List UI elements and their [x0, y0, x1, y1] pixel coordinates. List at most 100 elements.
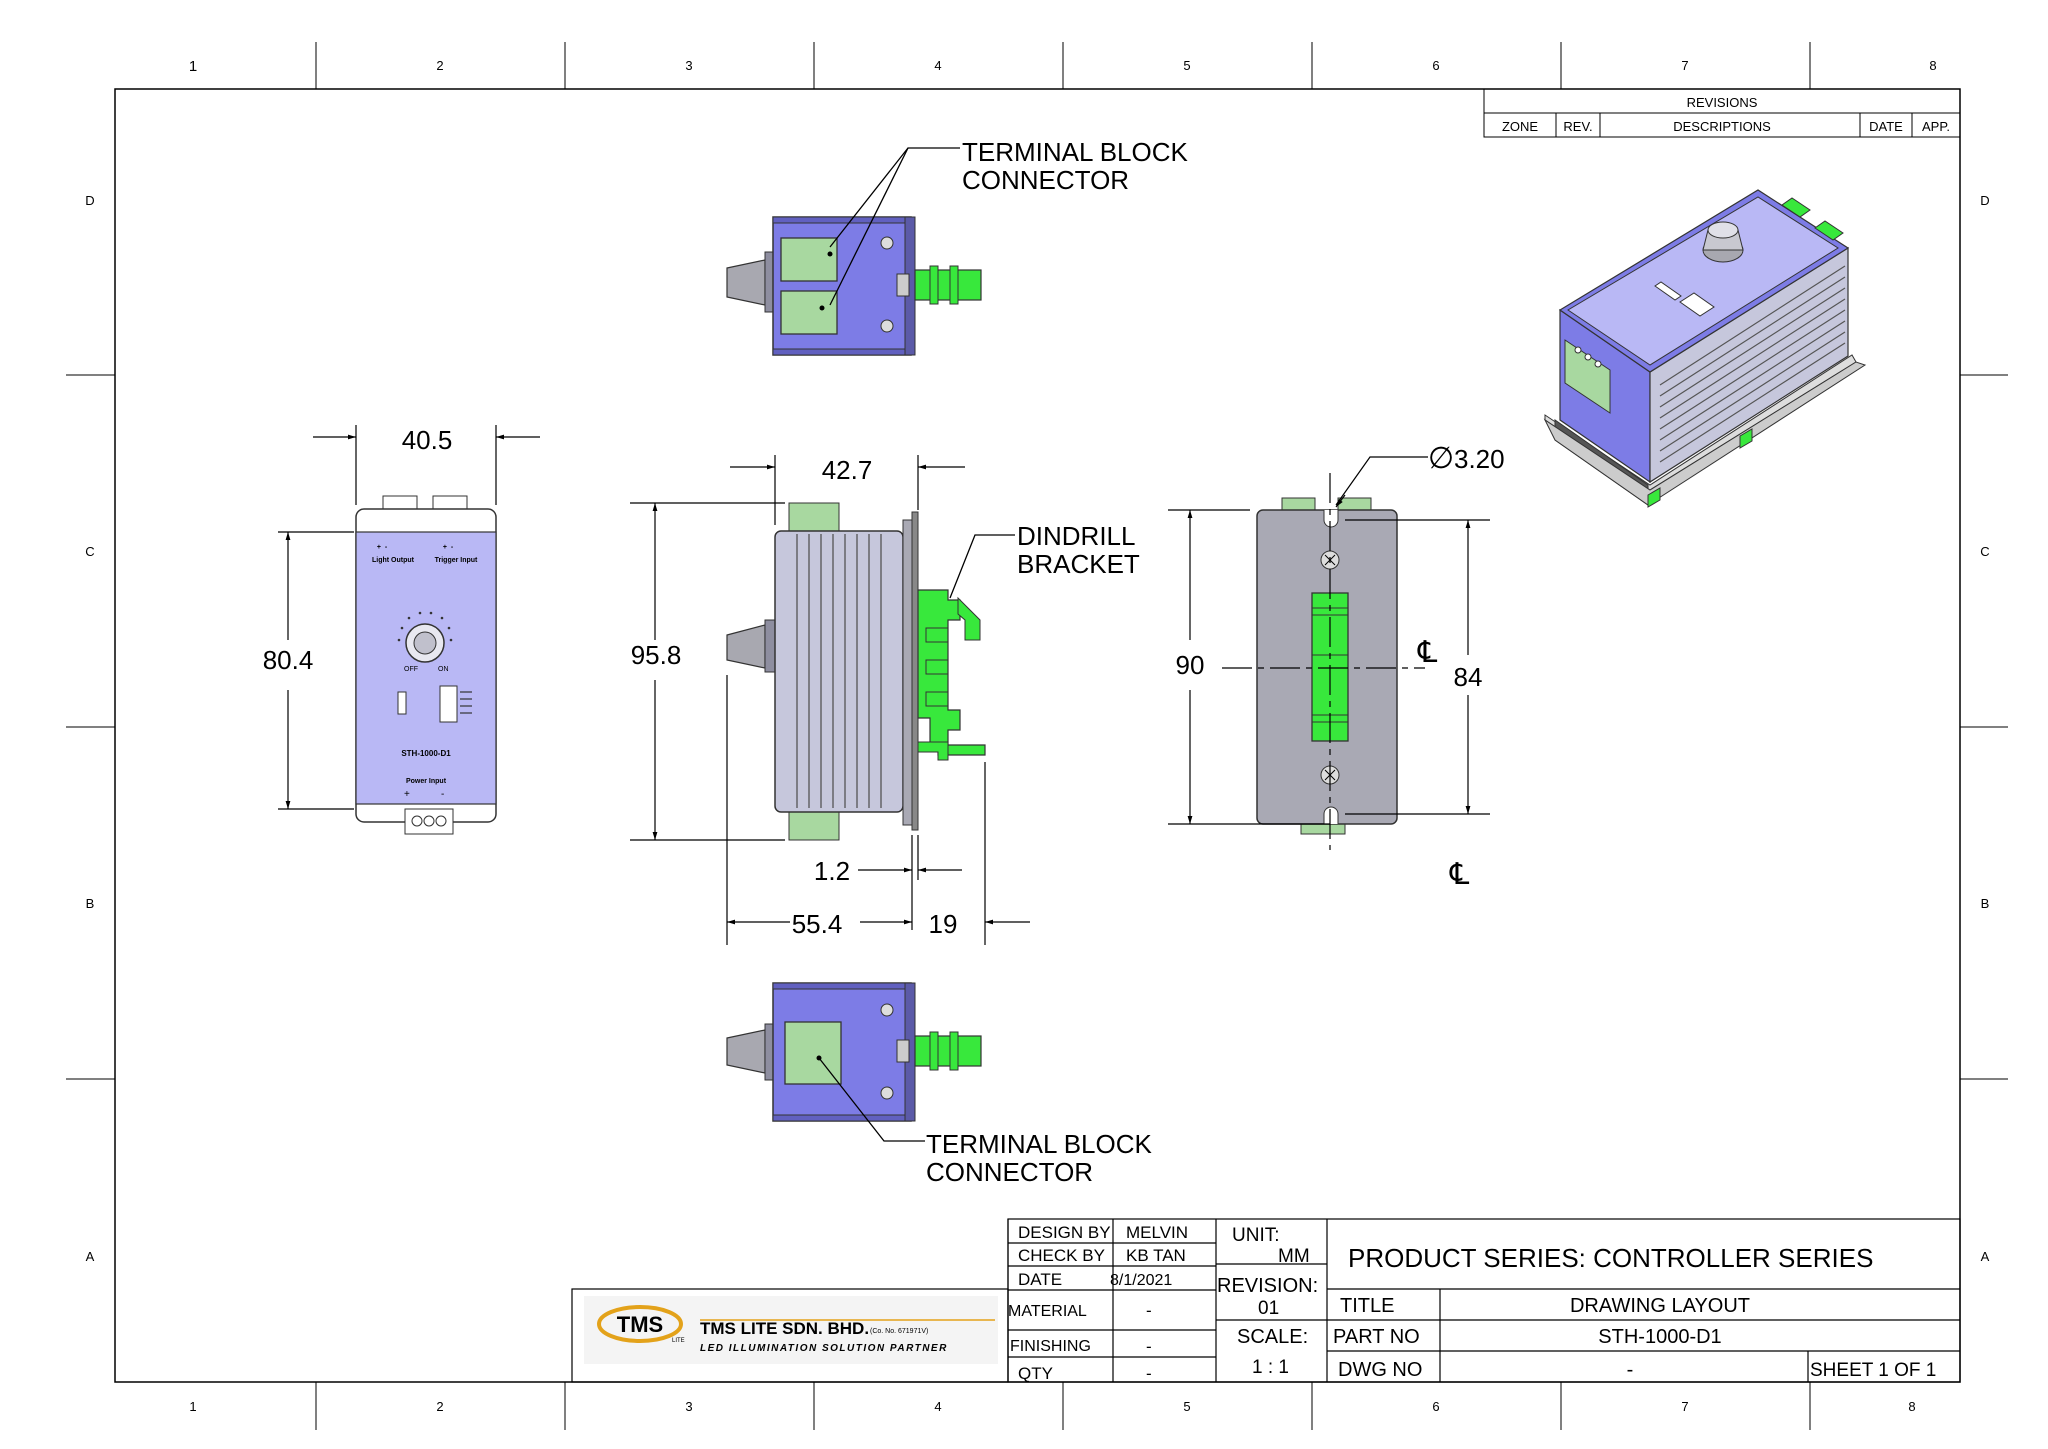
callout-terminal-top-line2: CONNECTOR	[962, 165, 1129, 195]
callout-terminal-bottom-line1: TERMINAL BLOCK	[926, 1129, 1153, 1159]
dimension-diameter-symbol: ∅	[1428, 442, 1454, 475]
label-title: TITLE	[1340, 1295, 1394, 1317]
dimension-side-height: 95.8	[631, 640, 682, 670]
value-unit: MM	[1278, 1246, 1310, 1267]
callout-din-bracket-line2: BRACKET	[1017, 549, 1140, 579]
zone-label-top-4: 4	[934, 58, 941, 73]
front-label-on: ON	[438, 666, 449, 673]
zone-label-bottom-3: 3	[685, 1399, 692, 1414]
side-view	[726, 502, 986, 841]
zone-label-top-2: 2	[436, 58, 443, 73]
title-block	[571, 1218, 1961, 1383]
rear-dimensions	[1168, 456, 1490, 850]
label-qty: QTY	[1018, 1364, 1053, 1383]
revisions-table: REVISIONS ZONE REV. DESCRIPTIONS DATE AP…	[1483, 88, 1961, 138]
front-label-light-output: Light Output	[372, 557, 415, 564]
zone-label-top-7: 7	[1681, 58, 1688, 73]
zone-label-bottom-2: 2	[436, 1399, 443, 1414]
callout-terminal-bottom: TERMINAL BLOCK CONNECTOR	[816, 1055, 1153, 1187]
zone-label-bottom-4: 4	[934, 1399, 941, 1414]
dimension-body-depth: 55.4	[792, 909, 843, 939]
side-dimensions	[630, 455, 1030, 945]
zone-label-bottom-5: 5	[1183, 1399, 1190, 1414]
revisions-header-app: APP.	[1922, 119, 1950, 134]
top-view	[726, 216, 982, 356]
svg-text:+ -: + -	[377, 544, 388, 551]
zone-label-top-6: 6	[1432, 58, 1439, 73]
rear-view	[1256, 497, 1398, 835]
value-finishing: -	[1146, 1337, 1152, 1356]
value-title: DRAWING LAYOUT	[1570, 1295, 1750, 1317]
value-dwg-no: -	[1627, 1359, 1634, 1381]
dimension-side-width: 42.7	[822, 455, 873, 485]
front-view: + - + - Light Output Trigger Input OFF O…	[355, 495, 497, 835]
dimension-front-width: 40.5	[402, 425, 453, 455]
bottom-view	[726, 982, 982, 1122]
zone-label-top-5: 5	[1183, 58, 1190, 73]
label-unit: UNIT:	[1232, 1225, 1280, 1246]
company-logo-sub: LITE	[672, 1338, 685, 1344]
zone-label-left-a: A	[86, 1249, 95, 1264]
company-reg-number: (Co. No. 671971V)	[870, 1328, 928, 1335]
dimension-plate-thickness: 1.2	[814, 856, 850, 886]
label-dwg-no: DWG NO	[1338, 1359, 1422, 1381]
value-scale: 1 : 1	[1252, 1357, 1289, 1378]
dimension-rear-height: 90	[1176, 650, 1205, 680]
callout-terminal-top: TERMINAL BLOCK CONNECTOR	[819, 137, 1189, 311]
dimension-front-height: 80.4	[263, 645, 314, 675]
callout-terminal-bottom-line2: CONNECTOR	[926, 1157, 1093, 1187]
zone-label-top-8: 8	[1929, 58, 1936, 73]
product-series: PRODUCT SERIES: CONTROLLER SERIES	[1348, 1243, 1873, 1273]
zone-label-right-b: B	[1981, 896, 1990, 911]
centerline-mark-vertical: ℄	[1449, 858, 1469, 891]
value-revision: 01	[1258, 1298, 1279, 1319]
value-date: 8/1/2021	[1110, 1272, 1172, 1289]
front-panel	[355, 531, 497, 805]
zone-label-left-d: D	[85, 193, 94, 208]
zone-label-bottom-7: 7	[1681, 1399, 1688, 1414]
dimension-hole-spacing: 84	[1454, 662, 1483, 692]
label-check-by: CHECK BY	[1018, 1246, 1105, 1265]
revisions-header-rev: REV.	[1563, 119, 1592, 134]
zone-label-top-3: 3	[685, 58, 692, 73]
revisions-header-date: DATE	[1869, 119, 1903, 134]
heatsink-fins	[796, 534, 882, 808]
front-label-trigger-input: Trigger Input	[435, 557, 478, 564]
company-logo-block: TMS LITE TMS LITE SDN. BHD. (Co. No. 671…	[584, 1296, 998, 1364]
company-tagline: LED ILLUMINATION SOLUTION PARTNER	[700, 1343, 948, 1354]
heatsink-body	[774, 530, 904, 813]
revisions-header-zone: ZONE	[1502, 119, 1538, 134]
label-material: MATERIAL	[1008, 1303, 1087, 1320]
zone-label-left-b: B	[86, 896, 95, 911]
zone-label-right-c: C	[1980, 544, 1989, 559]
centerline-mark-horizontal: ℄	[1417, 636, 1437, 669]
value-check-by: KB TAN	[1126, 1246, 1186, 1265]
terminal-block	[780, 237, 838, 282]
knob-shape	[726, 259, 766, 306]
zone-label-bottom-8: 8	[1908, 1399, 1915, 1414]
zone-label-bottom-1: 1	[189, 1399, 196, 1414]
sheet-number: SHEET 1 OF 1	[1810, 1360, 1936, 1381]
dimension-hole-diameter: 3.20	[1454, 444, 1505, 474]
label-part-no: PART NO	[1333, 1326, 1420, 1348]
label-finishing: FINISHING	[1010, 1338, 1091, 1355]
front-label-model: STH-1000-D1	[401, 749, 451, 758]
zone-label-bottom-6: 6	[1432, 1399, 1439, 1414]
revisions-title: REVISIONS	[1687, 95, 1758, 110]
zone-label-left-c: C	[85, 544, 94, 559]
label-revision: REVISION:	[1217, 1275, 1318, 1297]
front-dimensions	[278, 425, 540, 810]
dimension-bracket-depth: 19	[929, 909, 958, 939]
zone-label-right-a: A	[1981, 1249, 1990, 1264]
label-design-by: DESIGN BY	[1018, 1223, 1111, 1242]
zone-label-right-d: D	[1980, 193, 1989, 208]
callout-din-bracket: DINDRILL BRACKET	[949, 521, 1140, 599]
front-label-power-input: Power Input	[406, 778, 447, 785]
company-name: TMS LITE SDN. BHD.	[700, 1319, 869, 1338]
label-date: DATE	[1018, 1270, 1062, 1289]
company-logo-text: TMS	[617, 1312, 663, 1337]
callout-terminal-top-line1: TERMINAL BLOCK	[962, 137, 1189, 167]
svg-text:+ -: + -	[443, 544, 454, 551]
value-material: -	[1146, 1301, 1152, 1320]
